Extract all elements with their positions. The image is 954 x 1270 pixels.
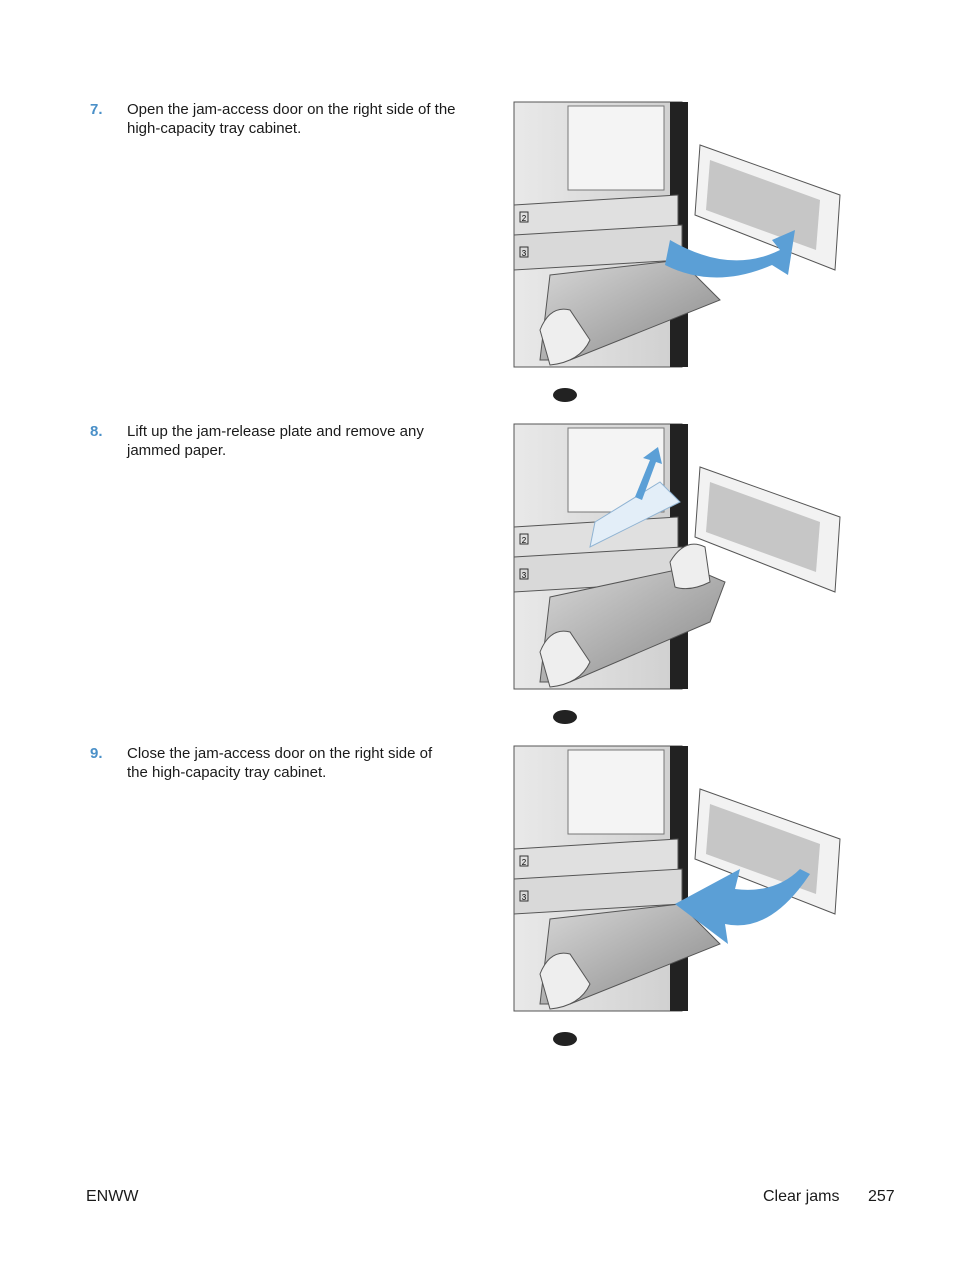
tray-label: 2 (522, 214, 527, 223)
footer-section-title: Clear jams (763, 1188, 840, 1205)
footer-left-label: ENWW (86, 1188, 139, 1205)
page-number: 257 (868, 1188, 895, 1205)
tray-label: 3 (522, 571, 527, 580)
printer-door-open-illustration: 2 3 (513, 101, 841, 402)
tray-label: 2 (522, 858, 527, 867)
tray-label: 3 (522, 249, 527, 258)
printer-door-close-illustration: 2 3 (513, 745, 841, 1046)
tray-label: 2 (522, 536, 527, 545)
step-text: Lift up the jam-release plate and remove… (127, 423, 424, 459)
step-number: 8. (90, 423, 103, 440)
step-number: 7. (90, 101, 103, 118)
jam-release-plate-illustration: 2 3 (513, 423, 841, 724)
step-number: 9. (90, 745, 103, 762)
step-text: Close the jam-access door on the right s… (127, 745, 433, 781)
tray-label: 3 (522, 893, 527, 902)
step-text: Open the jam-access door on the right si… (127, 101, 456, 137)
